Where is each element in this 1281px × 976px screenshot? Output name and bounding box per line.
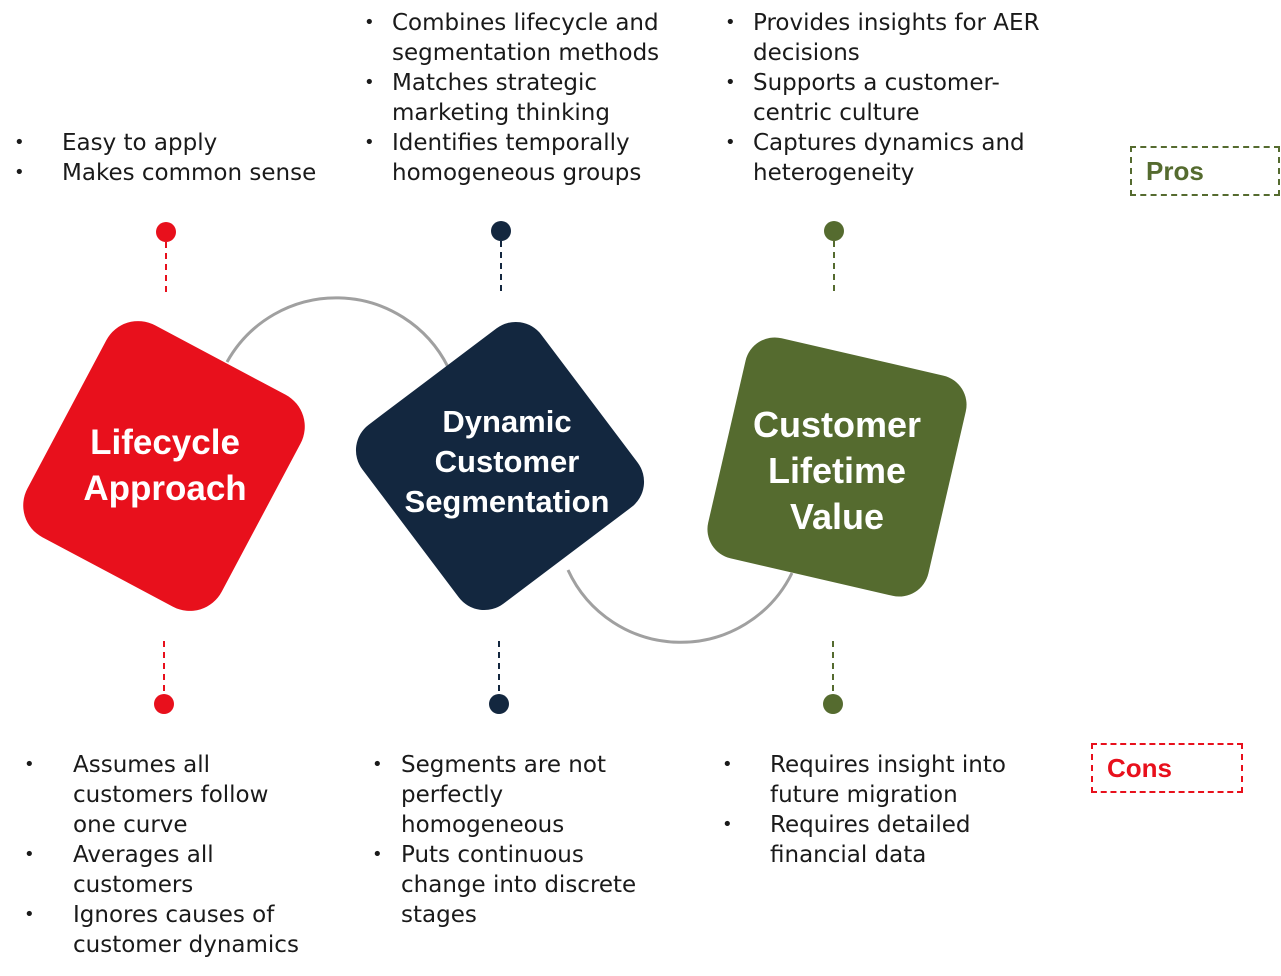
con-item-continued: one curve bbox=[73, 812, 188, 838]
pro-item: Captures dynamics and bbox=[725, 128, 1040, 158]
cons-legend-box: Cons bbox=[1091, 743, 1243, 793]
pros-legend-box: Pros bbox=[1130, 146, 1280, 196]
con-item-continued: homogeneous bbox=[401, 812, 565, 838]
con-item-continued: customers follow bbox=[73, 782, 269, 808]
lifecycle-shape bbox=[23, 321, 305, 611]
pros-legend-label: Pros bbox=[1146, 155, 1204, 186]
dcs-pros-list: Combines lifecycle and segmentation meth… bbox=[364, 8, 659, 188]
dcs-pros-dot bbox=[491, 221, 511, 241]
con-item: Ignores causes of bbox=[24, 900, 299, 930]
pro-item-continued: heterogeneity bbox=[753, 160, 915, 186]
pro-item: Makes common sense bbox=[14, 158, 316, 188]
pro-item: Provides insights for AER bbox=[725, 8, 1040, 38]
clv-cons-dot bbox=[823, 694, 843, 714]
pro-item: Supports a customer- bbox=[725, 68, 1040, 98]
lifecycle-approach-label: Lifecycle Approach bbox=[83, 423, 247, 508]
dynamic-customer-segmentation-label: Dynamic Customer Segmentation bbox=[404, 404, 610, 519]
customer-lifetime-value-label: Customer Lifetime Value bbox=[752, 404, 922, 537]
clv-pros-dot bbox=[824, 221, 844, 241]
connector-arc-bottom bbox=[566, 569, 794, 644]
con-item: Segments are not bbox=[372, 750, 636, 780]
con-item-continued: customers bbox=[73, 872, 194, 898]
pro-item-continued: segmentation methods bbox=[392, 40, 660, 66]
con-item-continued: perfectly bbox=[401, 782, 504, 808]
con-item-continued: financial data bbox=[770, 842, 927, 868]
clv-pros-list: Provides insights for AER decisions Supp… bbox=[725, 8, 1040, 188]
lifecycle-pros-list: Easy to apply Makes common sense bbox=[14, 128, 316, 188]
pro-item-continued: homogeneous groups bbox=[392, 160, 642, 186]
con-item: Requires insight into bbox=[722, 750, 1006, 780]
pro-item: Matches strategic bbox=[364, 68, 659, 98]
lifecycle-cons-list: Assumes all customers follow one curve A… bbox=[24, 750, 299, 960]
lifecycle-cons-dot bbox=[154, 694, 174, 714]
cons-legend-label: Cons bbox=[1107, 752, 1172, 783]
clv-cons-list: Requires insight into future migration R… bbox=[722, 750, 1006, 870]
con-item: Puts continuous bbox=[372, 840, 636, 870]
con-item-continued: change into discrete bbox=[401, 872, 637, 898]
con-item: Averages all bbox=[24, 840, 299, 870]
con-item: Assumes all bbox=[24, 750, 299, 780]
connector-arc-top bbox=[225, 296, 450, 368]
pro-item-continued: decisions bbox=[753, 40, 860, 66]
dcs-cons-dot bbox=[489, 694, 509, 714]
clv-shape bbox=[707, 337, 967, 597]
con-item: Requires detailed bbox=[722, 810, 1006, 840]
dcs-cons-list: Segments are not perfectly homogeneous P… bbox=[372, 750, 636, 930]
pro-item: Identifies temporally bbox=[364, 128, 659, 158]
dcs-shape bbox=[355, 321, 645, 611]
con-item-continued: future migration bbox=[770, 782, 958, 808]
pro-item: Easy to apply bbox=[14, 128, 316, 158]
con-item-continued: stages bbox=[401, 902, 477, 928]
pro-item-continued: marketing thinking bbox=[392, 100, 610, 126]
pro-item-continued: centric culture bbox=[753, 100, 920, 126]
lifecycle-pros-dot bbox=[156, 222, 176, 242]
pro-item: Combines lifecycle and bbox=[364, 8, 659, 38]
con-item-continued: customer dynamics bbox=[73, 932, 299, 958]
